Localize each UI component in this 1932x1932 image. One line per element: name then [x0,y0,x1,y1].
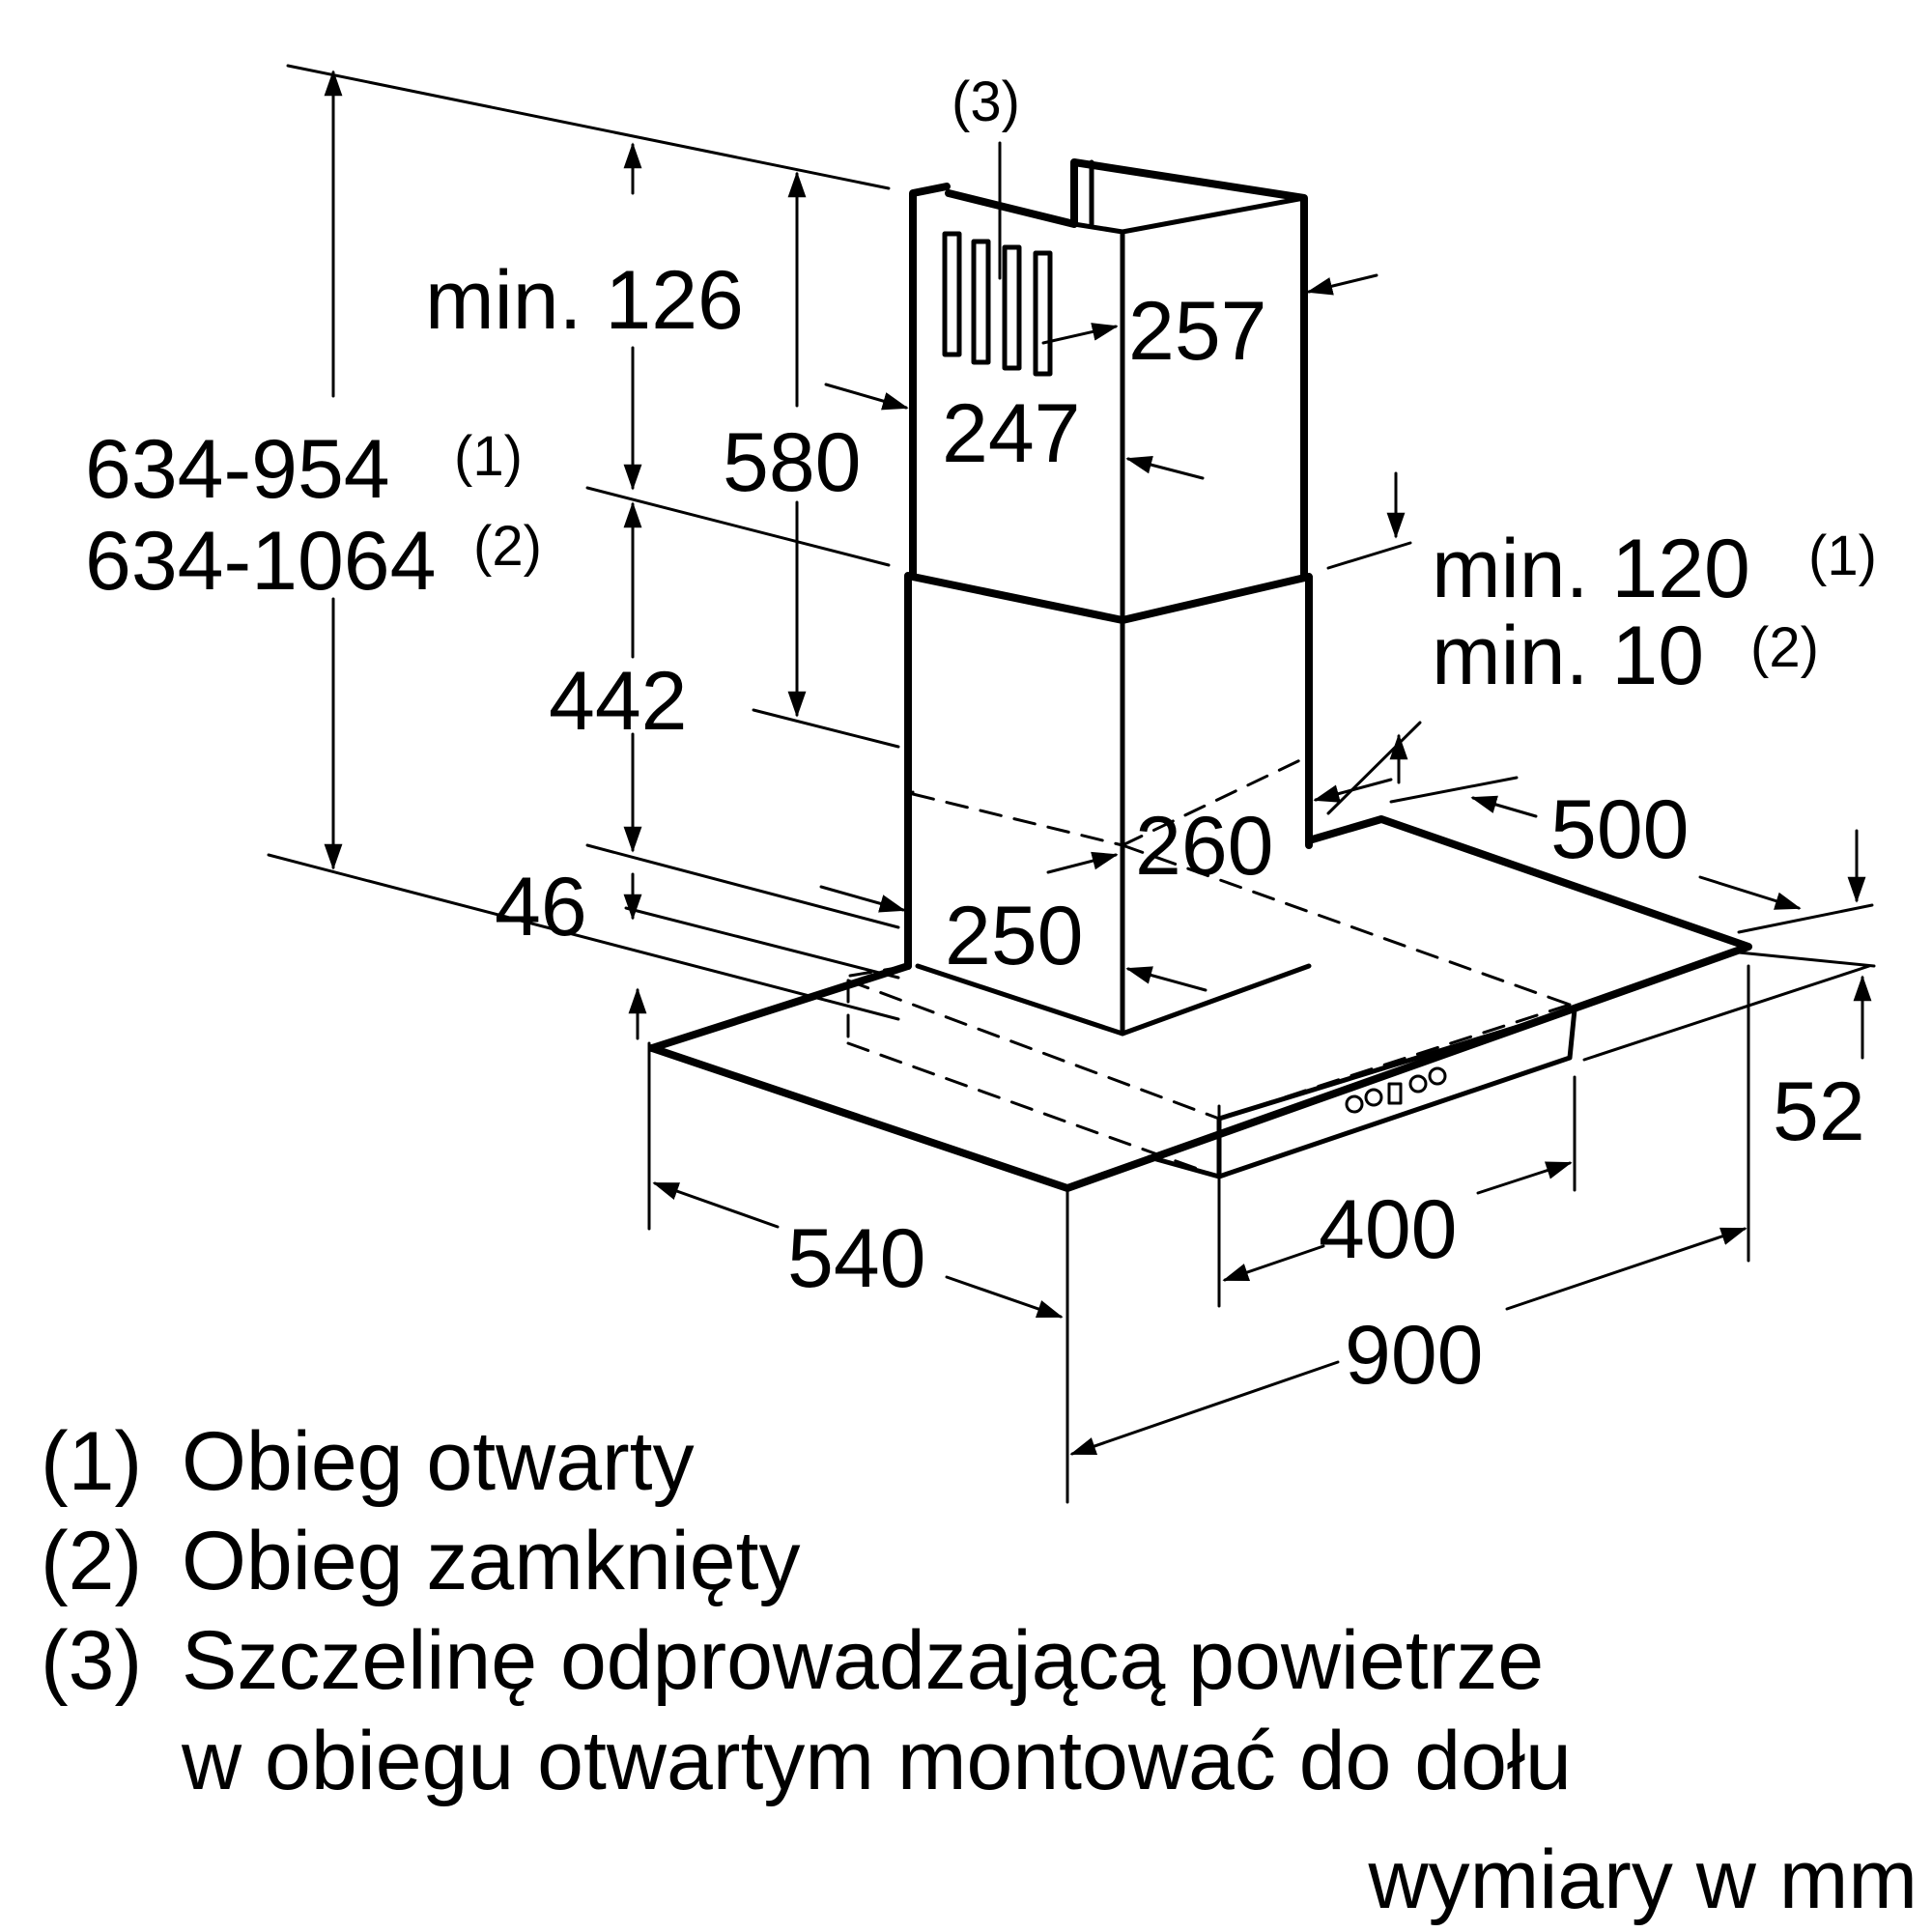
dim-442: 442 [549,655,688,748]
dim-min-120-ref: (1) [1808,525,1877,587]
air-outlet-slots [942,231,1053,377]
hood-canopy [648,815,1752,1192]
dim-min-126: min. 126 [425,254,744,347]
dim-250: 250 [945,890,1084,982]
dim-634-954: 634-954 [85,423,390,516]
legend-item-2-text: Obieg zamknięty [182,1515,801,1607]
reference-lines [267,64,1876,1504]
legend-item-3-text-line2: w obiegu otwartym montować do dołu [181,1715,1572,1807]
dim-580: 580 [723,416,862,509]
legend-item-3-number: (3) [41,1614,142,1707]
dim-500: 500 [1550,783,1690,876]
legend-item-1-text: Obieg otwarty [182,1415,695,1508]
dim-52: 52 [1773,1065,1865,1158]
dim-634-1064-ref: (2) [473,515,542,578]
dim-257: 257 [1128,285,1267,378]
legend-item-3-text-line1: Szczelinę odprowadzającą powietrze [182,1614,1544,1707]
dim-540: 540 [787,1212,926,1305]
legend-item-1-number: (1) [41,1415,142,1508]
dim-634-1064: 634-1064 [85,515,436,608]
chimney-upper [909,158,1308,623]
dim-247: 247 [942,387,1081,480]
control-panel [1345,1066,1447,1114]
legend: (1) Obieg otwarty (2) Obieg zamknięty (3… [41,1415,1918,1926]
dimension-labels: (3) min. 126 634-954 (1) 634-1064 (2) 58… [85,71,1877,1402]
dimension-arrows [324,70,1872,1456]
legend-item-2-number: (2) [41,1515,142,1607]
dim-min-10-ref: (2) [1750,616,1819,679]
dim-46: 46 [495,861,587,953]
dim-min-120: min. 120 [1432,523,1750,615]
units-note: wymiary w mm [1368,1833,1918,1926]
dim-260: 260 [1135,800,1274,893]
callout-3-label: (3) [952,71,1020,133]
dim-min-10: min. 10 [1432,610,1704,702]
chimney-lower [904,572,1572,1037]
dim-400: 400 [1319,1183,1458,1276]
dim-900: 900 [1345,1309,1484,1402]
dim-634-954-ref: (1) [454,425,523,488]
